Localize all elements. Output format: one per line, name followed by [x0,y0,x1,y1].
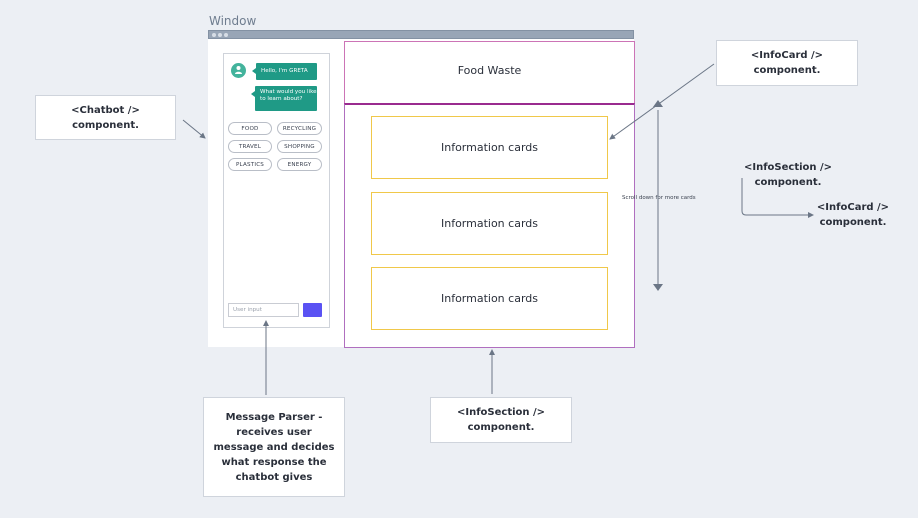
callout-line: message and decides [213,441,335,453]
option-energy-button[interactable]: ENERGY [277,158,322,171]
scroll-down-arrowhead [653,284,663,291]
callout-line: <Chatbot /> [71,104,140,116]
window-label: Window [209,14,257,28]
bot-greeting-bubble: Hello, I'm GRETA [256,63,317,80]
nested-infocard-label: <InfoCard /> component. [808,200,898,230]
chatbot-callout: <Chatbot /> component. [35,95,176,140]
bot-question-line: to learn about? [260,96,303,103]
option-recycling-button[interactable]: RECYCLING [277,122,322,135]
info-section-title: Food Waste [457,64,522,77]
message-parser-callout: Message Parser - receives user message a… [203,397,345,497]
infosection-label: <InfoSection /> component. [730,160,846,190]
label-line: component. [819,217,887,228]
info-section-header [344,41,635,103]
option-plastics-button[interactable]: PLASTICS [228,158,272,171]
bubble-tail [252,68,256,74]
window-dot-icon [212,33,216,37]
chatbot-arrow [182,119,206,139]
scroll-up-arrowhead [653,100,663,107]
label-line: <InfoCard /> [816,202,890,213]
option-shopping-button[interactable]: SHOPPING [277,140,322,153]
bot-question-line: What would you like [260,89,317,95]
option-food-button[interactable]: FOOD [228,122,272,135]
callout-line: <InfoSection /> [456,407,546,418]
send-button[interactable] [303,303,322,317]
infosection-callout: <InfoSection /> component. [430,397,572,443]
info-card[interactable]: Information cards [371,267,608,330]
callout-line: receives user [236,426,312,438]
info-card[interactable]: Information cards [371,116,608,179]
callout-line: component. [72,119,139,131]
window-dot-icon [218,33,222,37]
info-card[interactable]: Information cards [371,192,608,255]
option-travel-button[interactable]: TRAVEL [228,140,272,153]
user-input-field[interactable]: User input [228,303,299,317]
callout-line: component. [753,65,821,76]
window-dot-icon [224,33,228,37]
label-line: component. [754,177,822,188]
callout-line: Message Parser - [225,411,323,423]
bot-avatar-icon [231,63,246,78]
infocard-callout: <InfoCard /> component. [716,40,858,86]
window-titlebar [208,30,634,39]
bot-question-bubble: What would you like to learn about? [255,86,317,111]
callout-line: <InfoCard /> [750,50,824,61]
callout-line: component. [467,422,535,433]
label-line: <InfoSection /> [743,162,833,173]
callout-line: what response the [221,456,327,468]
callout-line: chatbot gives [235,471,313,483]
scroll-note: Scroll down for more cards [622,195,696,201]
bubble-tail [251,91,255,97]
